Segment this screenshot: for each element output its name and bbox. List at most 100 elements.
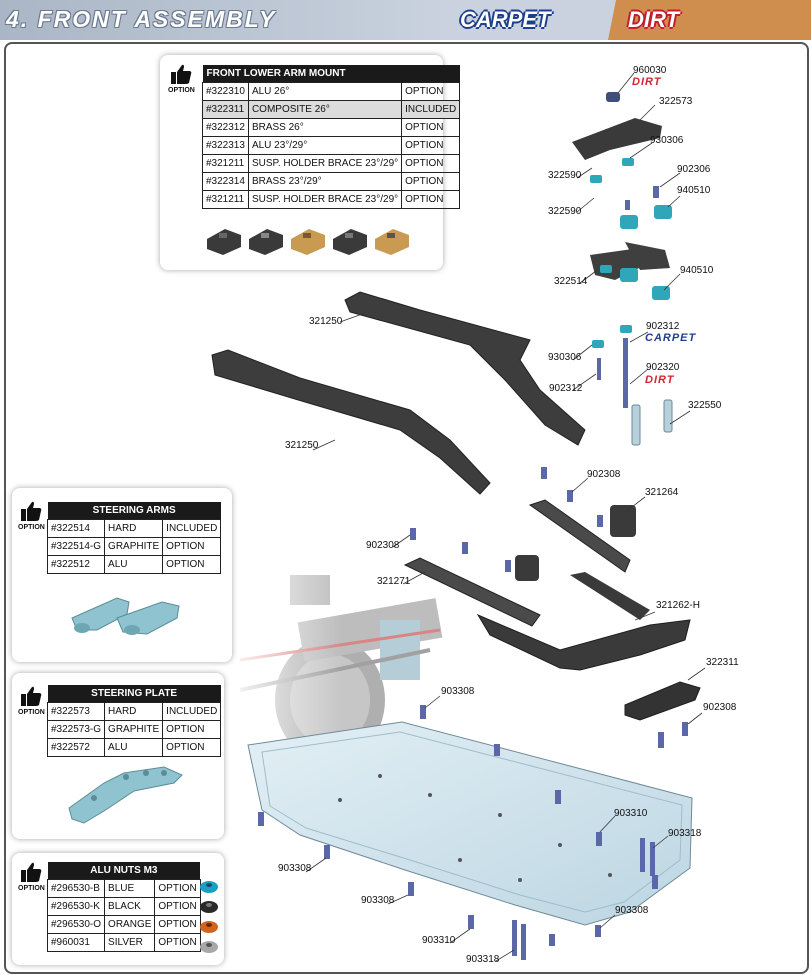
part-status: OPTION <box>154 879 201 898</box>
steering-arms-image <box>71 597 180 635</box>
callout-902312: 902312 <box>549 383 583 394</box>
callout-903310: 903310 <box>614 808 648 819</box>
callout-903318: 903318 <box>466 954 500 965</box>
part-number: #321211 <box>202 154 249 173</box>
part-desc: BRASS 23°/29° <box>247 172 403 191</box>
option-label: OPTION <box>18 709 45 716</box>
part-number: #322573 <box>46 702 106 721</box>
callout-902312: 902312 <box>646 321 680 332</box>
callout-903310: 903310 <box>422 935 456 946</box>
callout-321271: 321271 <box>377 576 411 587</box>
carpet-badge: CARPET <box>460 7 551 32</box>
part-status: OPTION <box>401 154 461 173</box>
part-number: #322312 <box>202 118 249 137</box>
part-status: OPTION <box>401 190 461 209</box>
carbon-brace-upper <box>528 499 631 573</box>
thumbs-up-icon <box>21 686 42 706</box>
part-number: #322311 <box>202 100 249 119</box>
callout-902308: 902308 <box>587 469 621 480</box>
callout-321262-h: 321262-H <box>656 600 700 611</box>
header-orange-band <box>608 0 811 40</box>
part-desc: SUSP. HOLDER BRACE 23°/29° <box>247 154 403 173</box>
part-status: INCLUDED <box>162 702 222 721</box>
steering-plate-image <box>68 766 183 824</box>
alu-nut-swatches <box>200 881 218 953</box>
part-desc: ORANGE <box>104 915 156 934</box>
part-desc: BRASS 26° <box>247 118 403 137</box>
body-post-b <box>515 555 539 581</box>
callout-940510: 940510 <box>677 185 711 196</box>
part-status: OPTION <box>162 537 222 556</box>
carbon-brace-lower <box>403 557 541 627</box>
dirt-tag-960030: DIRT <box>632 76 662 88</box>
part-desc: GRAPHITE <box>104 720 164 739</box>
callout-321250: 321250 <box>309 316 343 327</box>
side-brace-lower <box>211 349 491 495</box>
page-title: 4. FRONT ASSEMBLY <box>6 6 277 32</box>
part-desc: GRAPHITE <box>104 537 164 556</box>
callout-321264: 321264 <box>645 487 679 498</box>
option-label: OPTION <box>18 885 45 892</box>
part-status: OPTION <box>162 720 222 739</box>
part-status: OPTION <box>162 555 222 574</box>
part-number: #960031 <box>46 933 106 952</box>
part-status: OPTION <box>401 136 461 155</box>
part-number: #322314 <box>202 172 249 191</box>
table-title: STEERING ARMS <box>47 502 221 520</box>
part-number: #322310 <box>202 82 249 101</box>
callout-322590: 322590 <box>548 170 582 181</box>
callout-902306: 902306 <box>677 164 711 175</box>
arm-mount-images <box>207 229 409 255</box>
part-desc: HARD <box>104 702 164 721</box>
part-number: #322572 <box>46 738 106 757</box>
page-header: 4. FRONT ASSEMBLY CARPET DIRT <box>0 0 811 40</box>
part-number: #322512 <box>46 555 106 574</box>
option-label: OPTION <box>18 524 45 531</box>
callout-322550: 322550 <box>688 400 722 411</box>
part-status: OPTION <box>401 82 461 101</box>
part-number: #321211 <box>202 190 249 209</box>
callout-322590: 322590 <box>548 206 582 217</box>
table-title: STEERING PLATE <box>47 685 221 703</box>
part-desc: ALU <box>104 738 164 757</box>
body-post-a <box>610 505 636 537</box>
callout-903318: 903318 <box>668 828 702 839</box>
part-desc: ALU <box>104 555 164 574</box>
part-status: INCLUDED <box>401 100 461 119</box>
callout-930306: 930306 <box>548 352 582 363</box>
front-bumper <box>476 572 691 671</box>
nut-960030 <box>606 92 620 102</box>
part-number: #296530-O <box>46 915 106 934</box>
part-status: OPTION <box>154 933 201 952</box>
part-desc: BLUE <box>104 879 156 898</box>
black-nut-icon <box>200 901 218 913</box>
callout-903308: 903308 <box>361 895 395 906</box>
thumbs-up-icon <box>171 64 192 84</box>
steering-plate <box>572 118 662 160</box>
carpet-tag-902312: CARPET <box>645 332 697 344</box>
part-status: OPTION <box>154 897 201 916</box>
part-status: OPTION <box>162 738 222 757</box>
part-number: #322514-G <box>46 537 106 556</box>
callout-902308: 902308 <box>366 540 400 551</box>
side-brace-upper <box>344 291 586 446</box>
pin-902312 <box>623 338 628 378</box>
